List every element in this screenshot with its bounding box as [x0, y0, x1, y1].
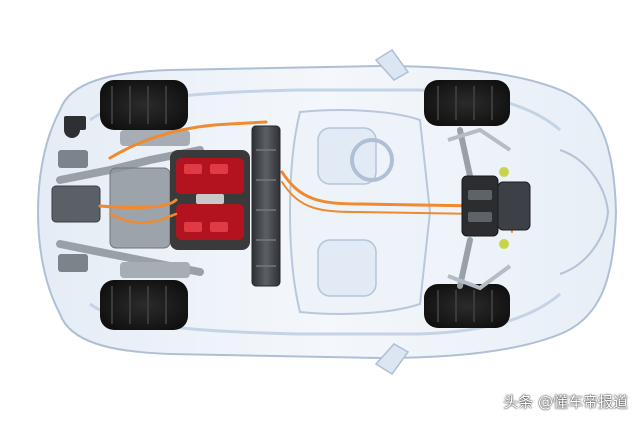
rear-right-wheel: [100, 280, 188, 330]
front-e-axle: [447, 127, 531, 291]
rear-left-wheel: [100, 80, 188, 130]
watermark-text: 头条 @懂车帝报道: [503, 393, 628, 411]
battery-pack: [251, 125, 281, 287]
front-left-wheel: [424, 80, 510, 126]
front-right-wheel: [424, 284, 510, 328]
engine-block: [170, 150, 250, 250]
